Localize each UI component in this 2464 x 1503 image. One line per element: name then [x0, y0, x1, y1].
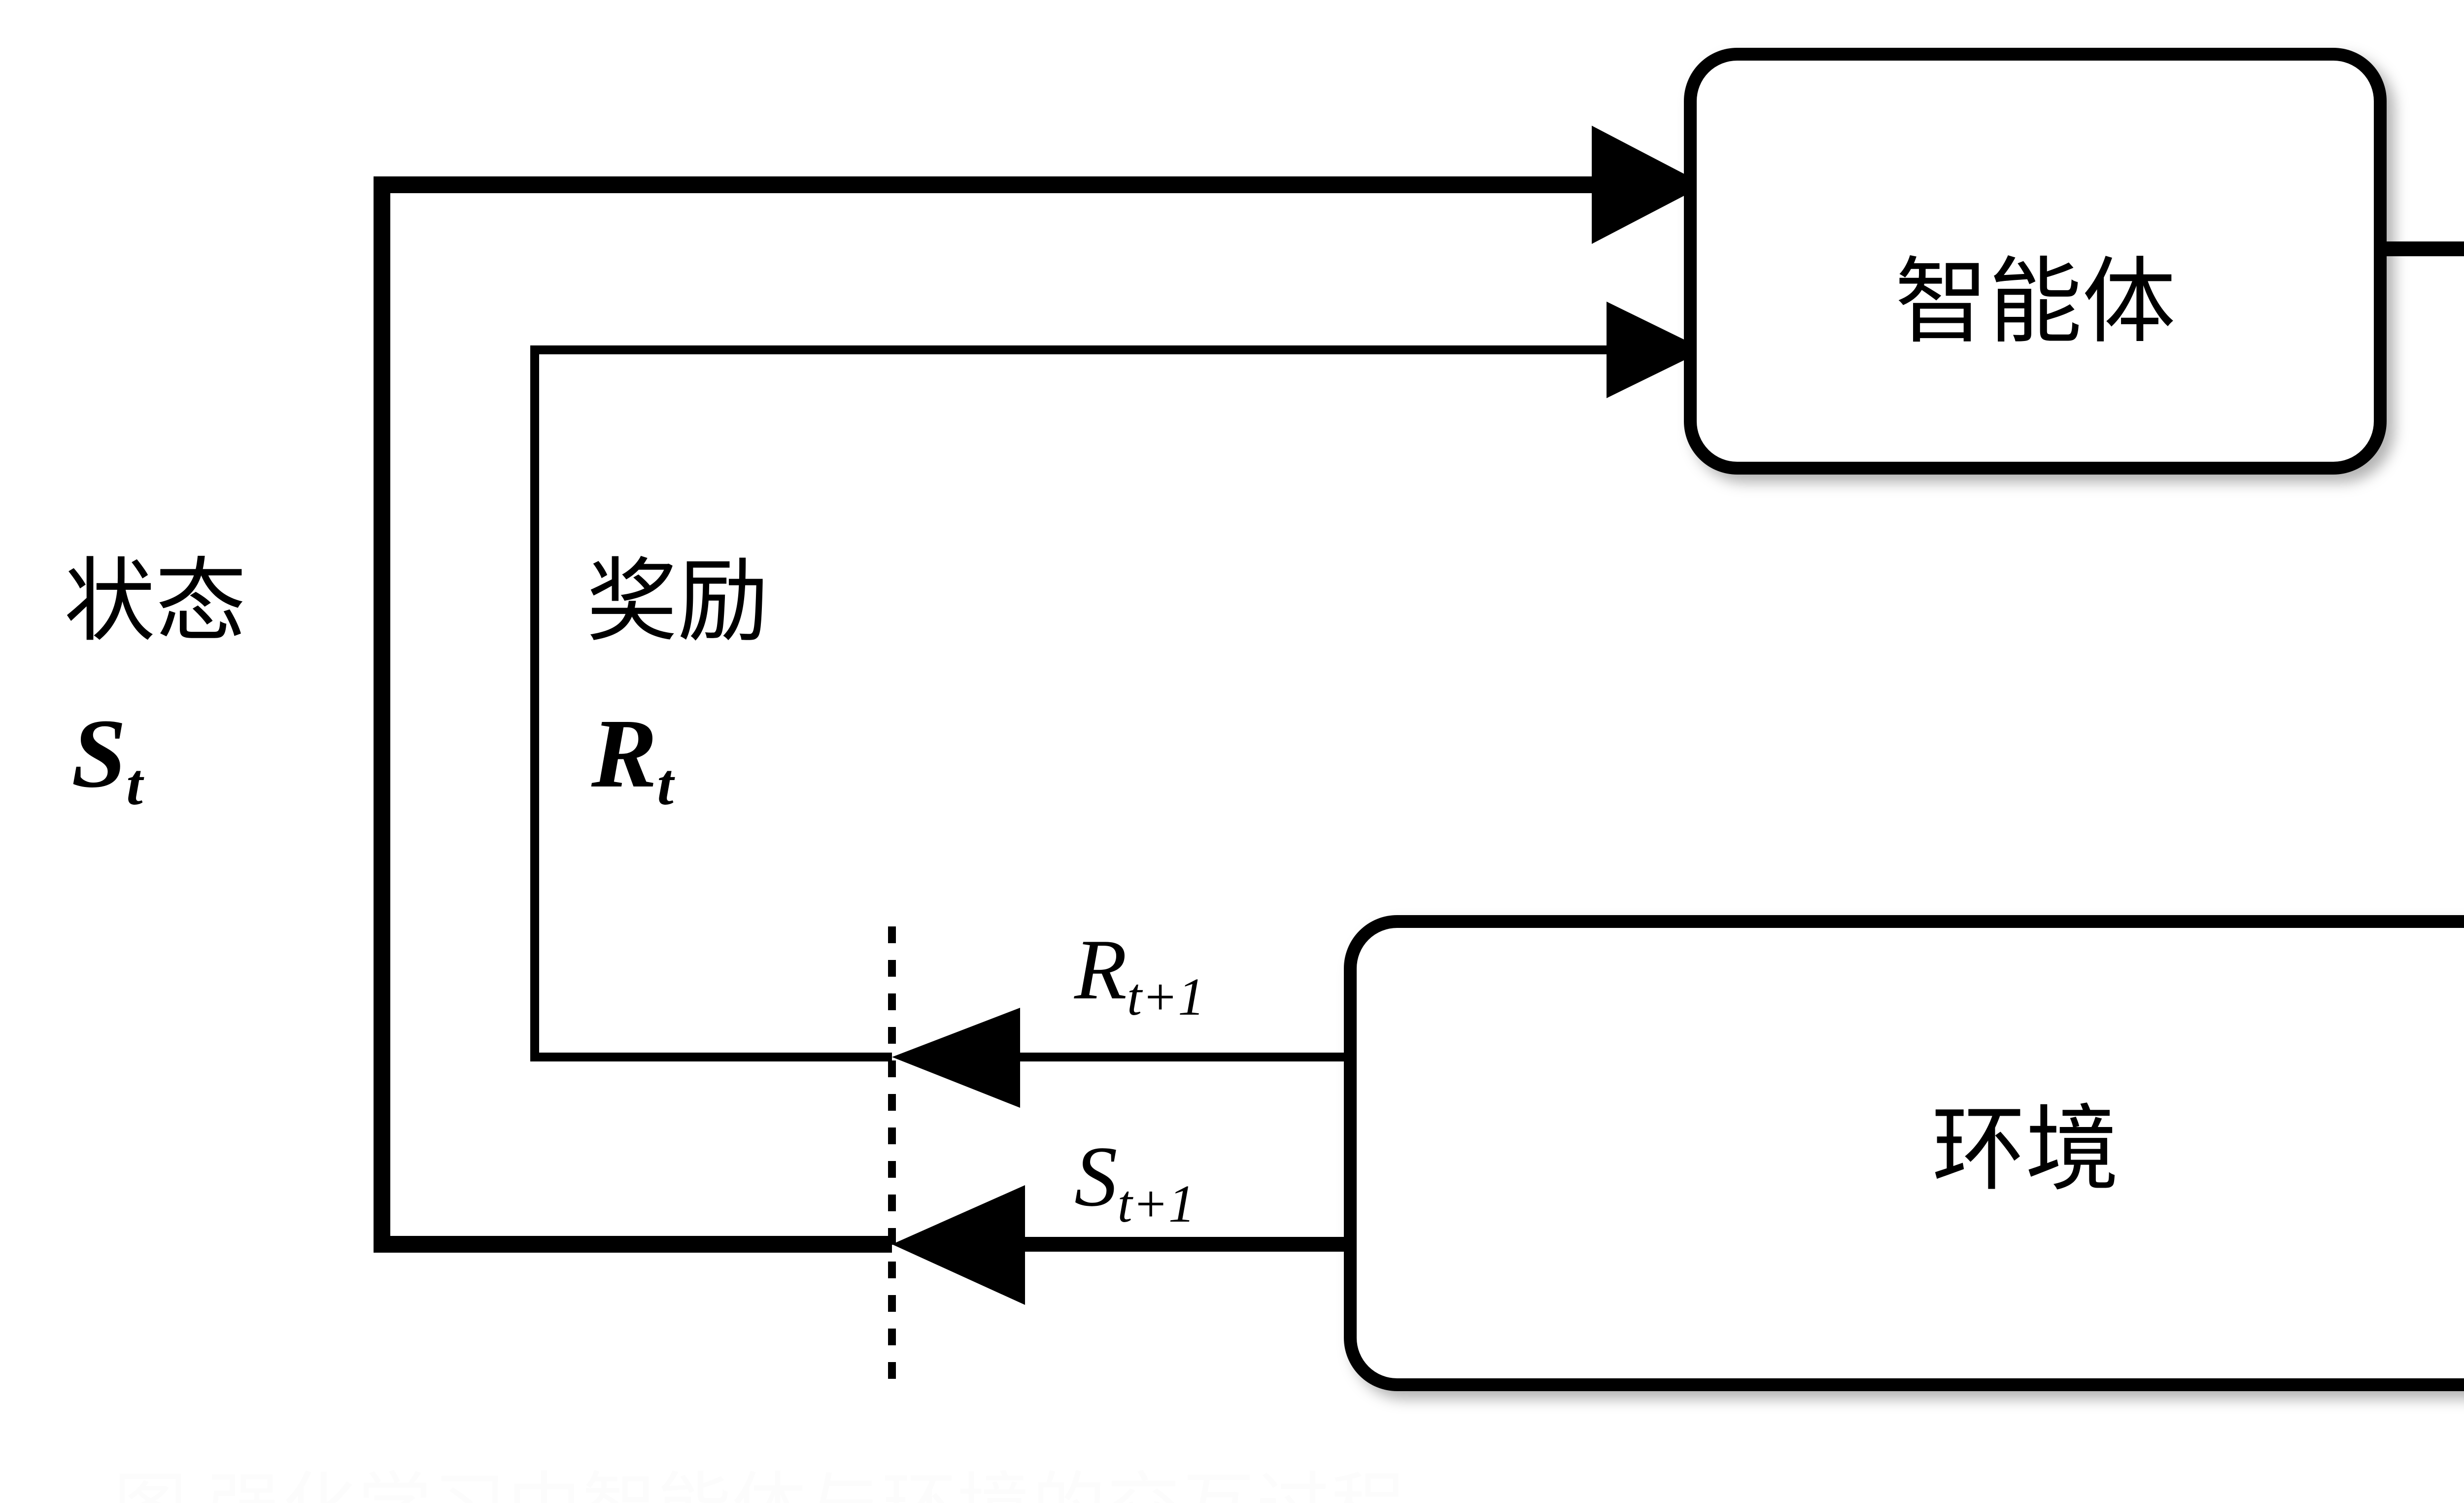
reward-symbol-subscript: t — [657, 752, 674, 817]
arrowhead-reward-to-boundary — [892, 1008, 1020, 1108]
reward-label-word: 奖励 — [586, 552, 769, 653]
edge-reward-emitted — [892, 1008, 1350, 1108]
state-next-symbol: St+1 — [1074, 1133, 1195, 1230]
edge-reward-feedback — [530, 302, 1705, 1061]
edge-state-feedback — [374, 126, 1705, 1253]
environment-box-label: 环境 — [1931, 1099, 2119, 1202]
reward-next-symbol: Rt+1 — [1074, 926, 1205, 1024]
state-label-word: 状态 — [64, 552, 246, 653]
edge-state-emitted — [892, 1185, 1350, 1305]
state-symbol-subscript: t — [126, 752, 143, 817]
reward-label-symbol: Rt — [591, 705, 674, 814]
state-label-symbol: St — [71, 705, 143, 814]
arrowhead-state-to-boundary — [892, 1185, 1025, 1305]
node-environment[interactable] — [1344, 915, 2464, 1391]
reward-next-base: R — [1074, 922, 1127, 1017]
reward-symbol-base: R — [591, 699, 657, 808]
state-next-subscript: t+1 — [1117, 1174, 1196, 1233]
state-symbol-base: S — [71, 699, 127, 808]
arrowhead-state-to-agent — [1592, 126, 1705, 244]
reward-next-subscript: t+1 — [1127, 967, 1205, 1026]
agent-box-label: 智能体 — [1894, 251, 2176, 355]
figure-caption: 图 强化学习中智能体与环境的交互过程 — [113, 1471, 1406, 1503]
arrowhead-reward-to-agent — [1607, 302, 1705, 398]
node-agent[interactable] — [1684, 48, 2387, 475]
state-next-base: S — [1074, 1128, 1118, 1224]
